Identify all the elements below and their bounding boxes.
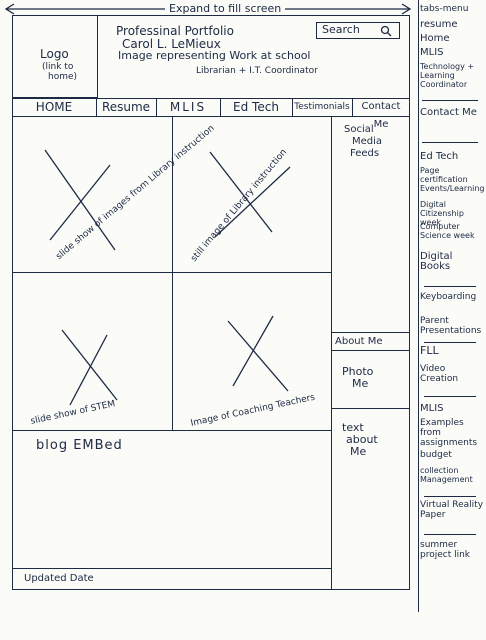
nav-divider [96, 98, 97, 116]
nav-testimonials[interactable]: Testimonials [294, 102, 350, 112]
nav-home[interactable]: HOME [35, 100, 73, 114]
blog-embed-label: blog EMBed [36, 438, 123, 453]
header-role: Librarian + I.T. Coordinator [196, 66, 318, 76]
sidebar-item: Ed Tech [420, 151, 459, 162]
sidebar-separator [424, 396, 476, 397]
sidebar-item: MLIS [420, 47, 444, 58]
social-line: Media [352, 136, 383, 147]
about-divider [331, 332, 410, 333]
nav-divider [292, 98, 293, 116]
search-label: Search [322, 23, 360, 36]
sidebar-separator [422, 100, 478, 101]
grid-horizontal-divider [12, 272, 331, 273]
nav-contact[interactable]: Contact Me [361, 101, 401, 130]
photo-line: Me [352, 377, 369, 390]
header-tagline: Image representing Work at school [118, 49, 311, 62]
footer-border [12, 568, 331, 569]
sidebar-item: collection Management [420, 466, 473, 484]
text-line: about [346, 433, 378, 446]
sidebar-separator [424, 534, 476, 535]
nav-divider [352, 98, 353, 116]
sidebar-separator [422, 142, 478, 143]
about-divider [331, 350, 410, 351]
nav-resume[interactable]: Resume [101, 100, 151, 114]
sidebar-item: Page certification Events/Learning [420, 166, 485, 193]
header-title: Professinal Portfolio [116, 24, 234, 38]
sidebar-item: FLL [420, 344, 439, 357]
header-name: Carol L. LeMieux [122, 37, 221, 51]
sidebar-item: Virtual Reality Paper [420, 500, 484, 520]
search-button[interactable] [316, 22, 400, 39]
right-column-divider [331, 116, 332, 590]
blog-top-border [12, 430, 331, 431]
grid-vertical-divider [172, 116, 173, 430]
nav-divider [220, 98, 221, 116]
image-placeholder-icon [227, 315, 289, 392]
social-feeds: Social Media Feeds [344, 124, 382, 160]
social-line: Social [344, 124, 374, 135]
logo-box[interactable] [12, 15, 98, 98]
sidebar-item: tabs-menu [420, 4, 469, 14]
sidebar-item: summer project link [420, 540, 471, 560]
logo-line2: (link to [42, 62, 74, 72]
sidebar-separator [424, 496, 476, 497]
image-placeholder-icon [44, 149, 116, 251]
sidebar-item: budget [420, 450, 452, 460]
logo-line3: home) [48, 72, 78, 82]
about-me-heading: About Me [335, 336, 383, 347]
expand-label: Expand to fill screen [165, 3, 286, 15]
sidebar-divider [418, 0, 419, 612]
sidebar-separator [424, 286, 476, 287]
text-line: text [342, 421, 364, 434]
sidebar-item: Digital Citizenship week [420, 200, 464, 227]
sidebar-item: Home [420, 33, 450, 44]
page-frame [12, 15, 410, 590]
photo-me: Photo Me [342, 366, 373, 390]
social-line: Feeds [350, 148, 380, 159]
about-divider [331, 408, 410, 409]
image-placeholder-icon [61, 329, 118, 406]
sidebar-item: resume [420, 19, 458, 30]
sidebar-item: Video Creation [420, 364, 459, 384]
sidebar-item: MLIS [420, 403, 444, 414]
image-placeholder-icon [209, 151, 291, 238]
sidebar-item: Computer Science week [420, 222, 475, 240]
nav-bottom-border [12, 116, 410, 117]
sidebar-item: Digital Books [420, 251, 453, 272]
sidebar-item: Examples from assignments [420, 418, 478, 448]
nav-top-border [12, 98, 410, 99]
nav-edtech[interactable]: Ed Tech [233, 100, 279, 114]
nav-divider [156, 98, 157, 116]
logo-line1: Logo [40, 47, 69, 61]
text-line: Me [350, 445, 367, 458]
nav-mlis[interactable]: MLIS [169, 100, 207, 114]
sidebar-separator [424, 342, 476, 343]
sidebar-item: Technology + Learning Coordinator [420, 62, 475, 89]
sidebar-item: Parent Presentations [420, 316, 482, 336]
photo-line: Photo [342, 365, 374, 378]
text-about-me: text about Me [342, 422, 378, 458]
sidebar-item: Contact Me [420, 107, 477, 118]
caption-word: of [78, 404, 90, 417]
updated-date: Updated Date [24, 573, 94, 584]
search-icon [380, 25, 392, 37]
sidebar-item: Keyboarding [420, 292, 477, 302]
